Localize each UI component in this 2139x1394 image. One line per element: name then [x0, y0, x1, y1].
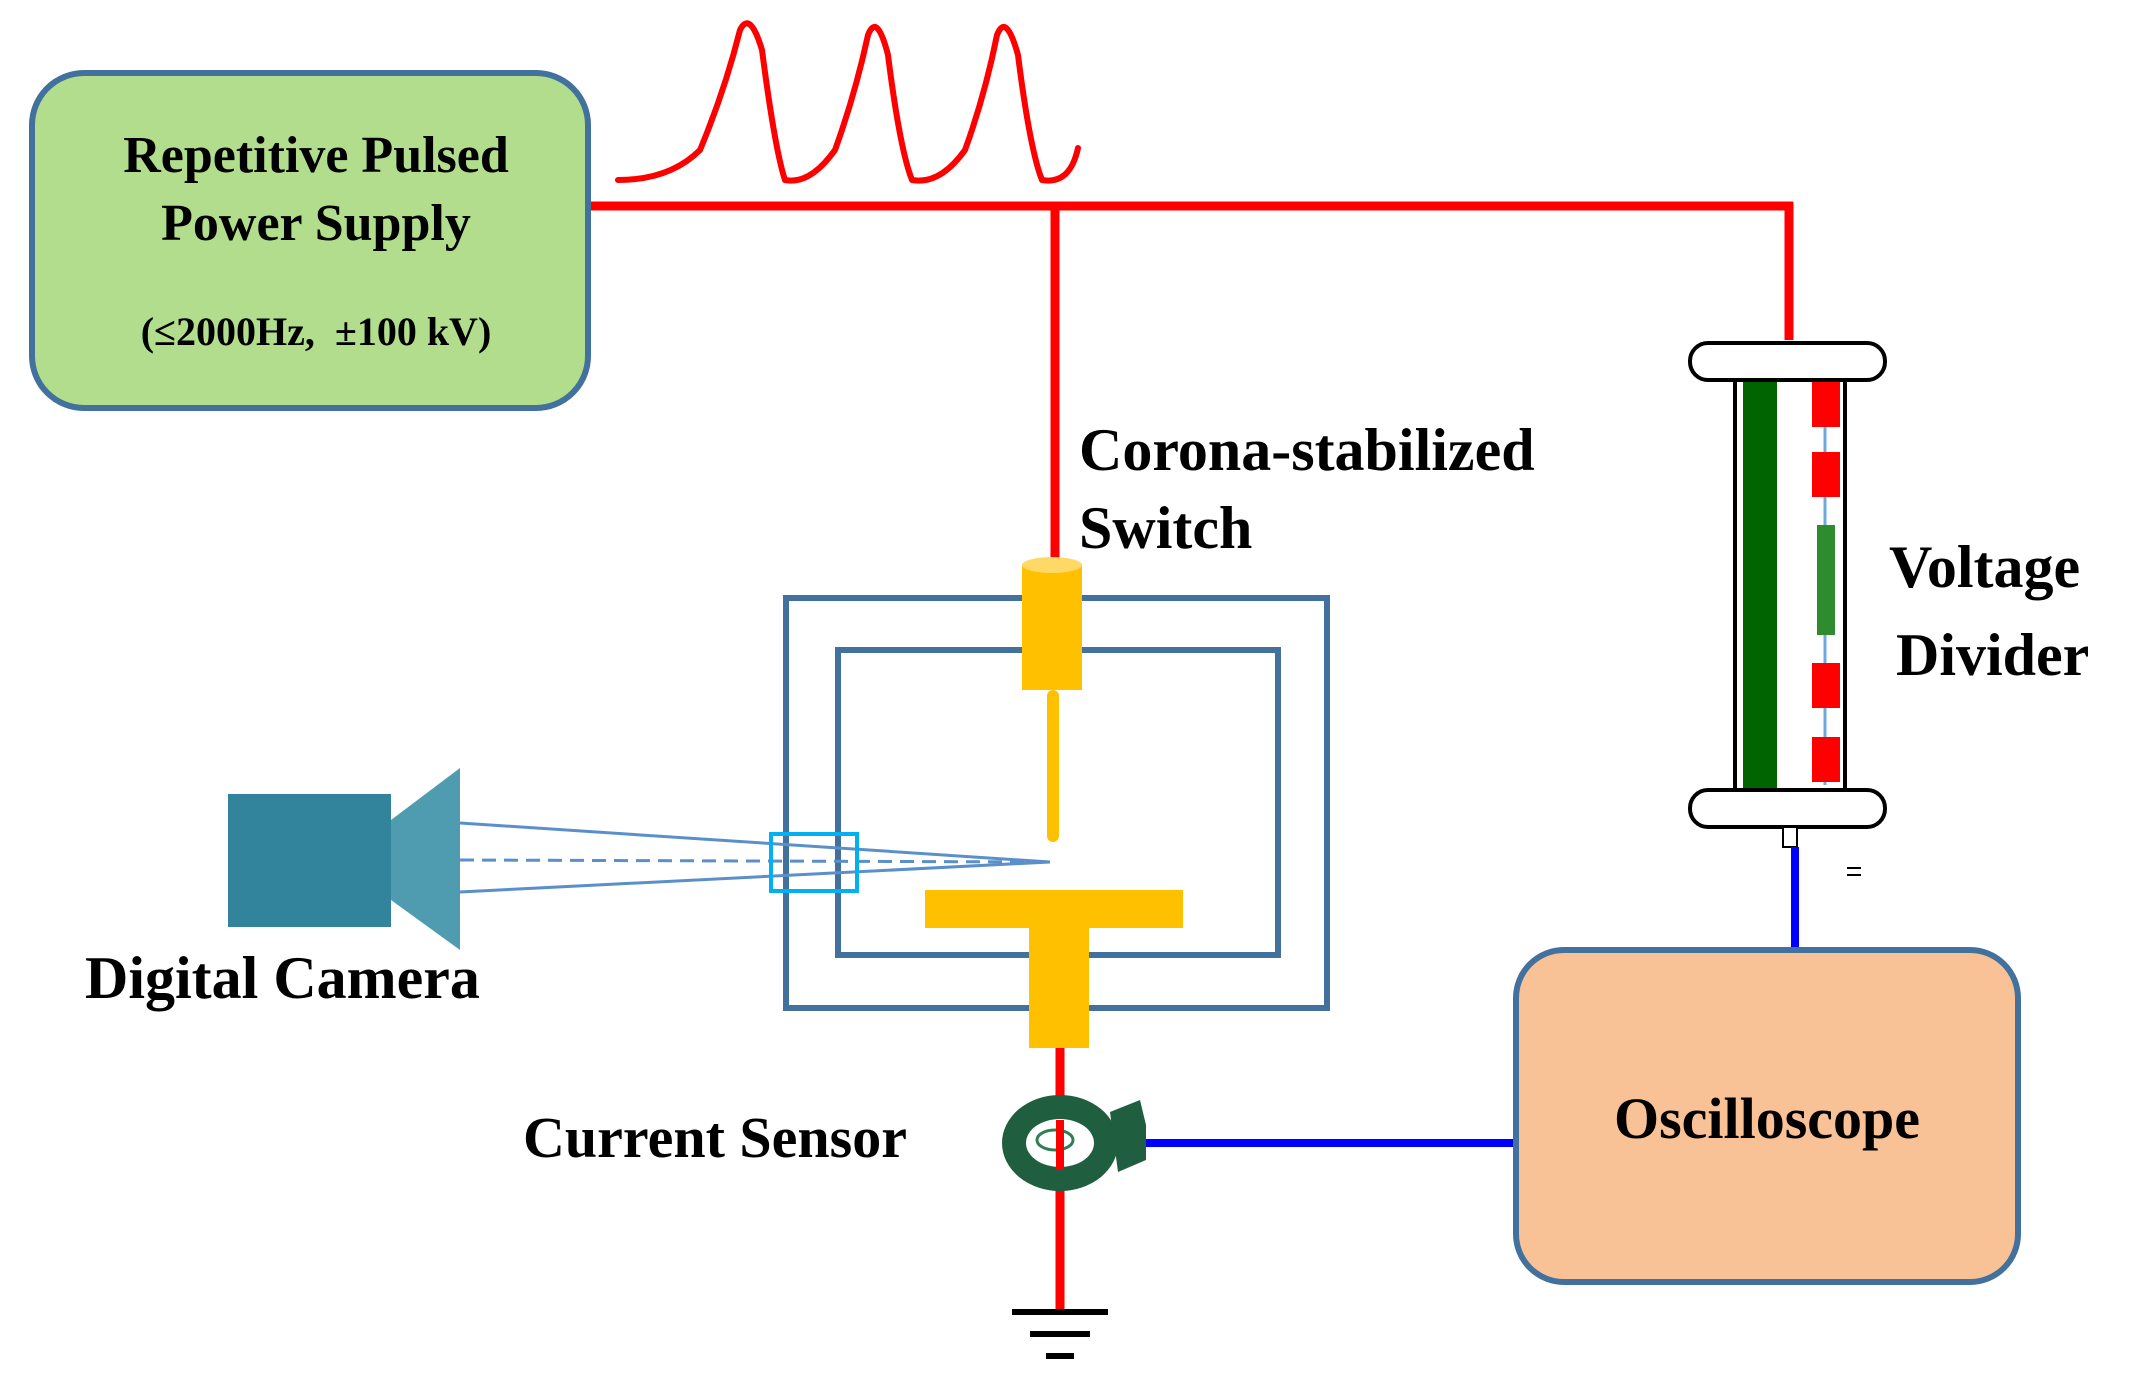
current-sensor [1002, 1095, 1146, 1191]
camera-label: Digital Camera [85, 945, 480, 1011]
needle-electrode-holder [1022, 565, 1082, 690]
divider-bottom-flange [1688, 788, 1887, 829]
high-voltage-wires [588, 201, 1794, 1310]
current-sensor-label: Current Sensor [523, 1105, 907, 1170]
switch-label-line2: Switch [1079, 495, 1252, 561]
power-supply-panel [29, 70, 591, 411]
oscilloscope: Oscilloscope [1513, 947, 2021, 1285]
divider-top-flange [1688, 341, 1887, 382]
needle-electrode-tip [1047, 690, 1059, 842]
needle-electrode [1022, 557, 1082, 842]
switch-label-line1: Corona-stabilized [1079, 417, 1535, 483]
divider-resistor-3 [1812, 663, 1840, 708]
digital-camera [228, 768, 1051, 950]
current-sensor-clip [1110, 1100, 1146, 1172]
plate-electrode [925, 890, 1183, 1048]
divider-resistor-1 [1812, 382, 1840, 427]
divider-output-terminal [1782, 826, 1798, 848]
observation-window [769, 832, 859, 893]
needle-electrode-cap [1022, 557, 1082, 573]
power-supply-title-line1: Repetitive Pulsed [123, 127, 509, 184]
power-supply-box: Repetitive Pulsed Power Supply (≤2000Hz,… [29, 70, 591, 411]
ground-symbol [1012, 1309, 1108, 1359]
plate-electrode-stem [1029, 928, 1089, 1048]
divider-label-line2: Divider [1896, 622, 2089, 688]
voltage-divider [1688, 341, 1887, 876]
current-sensor-highlight [1035, 1128, 1075, 1152]
camera-view-line-top [459, 821, 1051, 864]
oscilloscope-box [1513, 947, 2021, 1285]
camera-lens [391, 768, 460, 950]
camera-body [228, 794, 391, 927]
power-supply-spec: (≤2000Hz, ±100 kV) [141, 309, 492, 354]
oscilloscope-label: Oscilloscope [1614, 1086, 1920, 1151]
signal-wires [1145, 847, 1799, 1147]
camera-view-axis [459, 858, 1051, 864]
divider-label-line1: Voltage [1889, 534, 2080, 600]
power-supply-title-line2: Power Supply [161, 195, 471, 252]
camera-view-line-bottom [459, 860, 1051, 894]
pulse-waveform [615, 20, 1081, 184]
divider-resistor-2 [1812, 452, 1840, 497]
plate-electrode-plate [925, 890, 1183, 928]
divider-resistor-4 [1812, 737, 1840, 782]
divider-capacitor-stack [1743, 372, 1777, 792]
divider-capacitor-element [1817, 525, 1835, 635]
